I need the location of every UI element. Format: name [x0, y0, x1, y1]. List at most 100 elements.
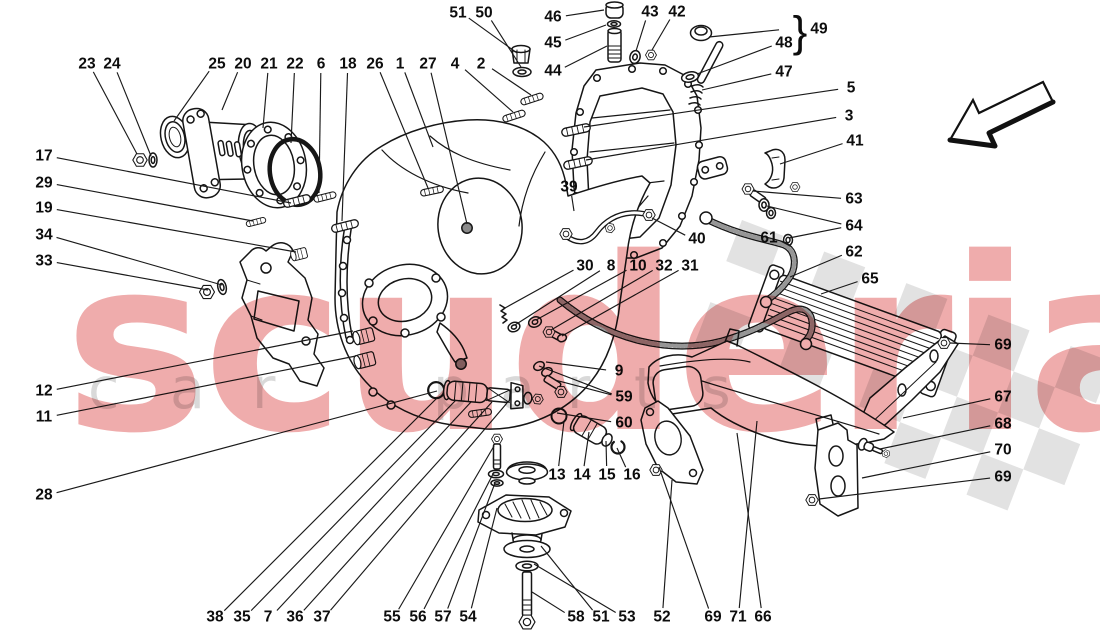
- speedo-drive: [427, 379, 545, 410]
- part-label-45: 45: [544, 35, 562, 52]
- part-label-59: 59: [615, 389, 633, 406]
- leader-line: [341, 72, 349, 222]
- part-label-62: 62: [845, 244, 862, 261]
- stud: [501, 108, 527, 124]
- part-label-54: 54: [459, 609, 477, 626]
- filler-plug: [511, 44, 532, 78]
- leader-line: [447, 482, 496, 609]
- leader-line: [404, 72, 434, 148]
- leader-line: [565, 24, 607, 41]
- oil-hoses: [556, 211, 816, 351]
- banjo-fitting: [559, 228, 573, 240]
- part-label-27: 27: [419, 56, 436, 73]
- part-label-68: 68: [994, 416, 1012, 433]
- leader-line: [490, 20, 522, 68]
- part-label-7: 7: [264, 609, 273, 626]
- cooler-nut: [937, 337, 951, 349]
- part-label-48: 48: [775, 35, 793, 52]
- checker-square: [941, 396, 999, 454]
- leader-line: [561, 269, 679, 337]
- leader-line: [533, 563, 616, 614]
- leader-line: [535, 269, 627, 321]
- part-label-41: 41: [846, 133, 864, 150]
- leader-line: [56, 208, 297, 253]
- oil-dipstick: [689, 24, 724, 84]
- part-label-69: 69: [994, 469, 1012, 486]
- leader-line: [531, 591, 566, 614]
- leader-line: [585, 116, 837, 161]
- part-label-65: 65: [861, 271, 879, 288]
- leader-line: [789, 254, 843, 278]
- part-label-71: 71: [729, 609, 747, 626]
- part-label-47: 47: [775, 64, 792, 81]
- part-label-15: 15: [598, 467, 616, 484]
- leader-line: [550, 269, 653, 331]
- part-label-56: 56: [409, 609, 427, 626]
- part-label-58: 58: [567, 609, 585, 626]
- part-label-19: 19: [35, 200, 53, 217]
- part-label-10: 10: [629, 258, 646, 275]
- part-label-38: 38: [206, 609, 224, 626]
- part-label-49: 49: [810, 21, 828, 38]
- leader-line: [262, 72, 269, 129]
- part-label-52: 52: [653, 609, 670, 626]
- leader-line: [56, 236, 223, 286]
- part-label-13: 13: [548, 467, 566, 484]
- leader-line: [303, 401, 493, 611]
- checker-square: [972, 314, 1030, 372]
- part-label-3: 3: [845, 108, 854, 125]
- leader-line: [464, 69, 514, 113]
- part-label-35: 35: [233, 609, 251, 626]
- leader-line: [491, 68, 532, 96]
- part-label-17: 17: [35, 148, 52, 165]
- direction-arrow-icon: [947, 80, 1056, 149]
- leader-line: [56, 157, 292, 204]
- leader-line: [861, 451, 991, 479]
- leader-line: [558, 420, 565, 467]
- part-label-20: 20: [234, 56, 251, 73]
- part-label-2: 2: [477, 56, 486, 73]
- part-label-16: 16: [623, 467, 641, 484]
- part-label-25: 25: [208, 56, 226, 73]
- part-label-34: 34: [35, 227, 53, 244]
- part-label-12: 12: [35, 383, 52, 400]
- leader-line: [221, 71, 239, 111]
- part-label-43: 43: [641, 4, 659, 21]
- engine-mount: [477, 433, 572, 630]
- part-label-46: 46: [544, 9, 562, 26]
- leader-line: [651, 217, 686, 236]
- part-label-11: 11: [36, 409, 53, 426]
- part-label-44: 44: [544, 63, 562, 80]
- part-label-40: 40: [688, 231, 705, 248]
- leader-line: [250, 399, 457, 611]
- nut-and-washer: [132, 152, 158, 168]
- leader-line: [318, 72, 322, 194]
- leader-line: [540, 545, 594, 611]
- part-label-51: 51: [449, 5, 467, 22]
- leader-line: [173, 70, 210, 122]
- checker-square: [1023, 428, 1081, 486]
- checker-square: [966, 453, 1024, 511]
- part-label-55: 55: [383, 609, 401, 626]
- leader-line: [556, 412, 612, 423]
- part-label-69: 69: [704, 609, 722, 626]
- part-label-6: 6: [317, 56, 326, 73]
- leader-line: [752, 190, 842, 199]
- part-label-42: 42: [668, 4, 685, 21]
- leader-line: [701, 73, 772, 91]
- part-label-36: 36: [286, 609, 304, 626]
- leader-line: [223, 397, 438, 612]
- leader-line: [514, 270, 601, 326]
- leader-line: [583, 88, 839, 128]
- checker-square: [1054, 346, 1100, 403]
- part-label-50: 50: [475, 5, 492, 22]
- checker-square: [998, 371, 1055, 429]
- seal-and-spring: [680, 71, 704, 106]
- leader-line: [902, 398, 991, 419]
- part-label-4: 4: [451, 56, 460, 73]
- leader-line: [545, 361, 607, 371]
- stud: [519, 91, 545, 107]
- leader-line: [92, 71, 138, 155]
- nut-washer-pair: [629, 49, 657, 65]
- leader-line: [820, 281, 858, 295]
